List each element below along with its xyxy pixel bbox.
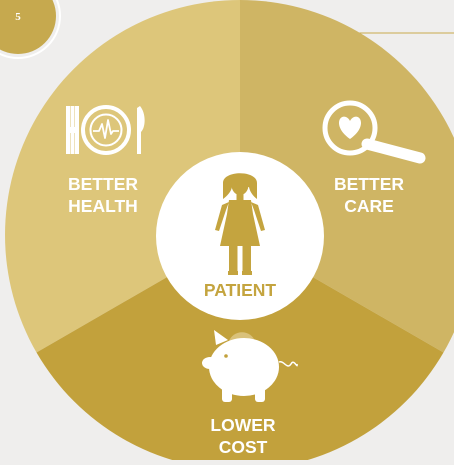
page-number: 5 xyxy=(15,11,21,23)
better-care-line2: CARE xyxy=(344,196,394,216)
lower-cost-line2: COST xyxy=(219,437,268,457)
better-health-line1: BETTER xyxy=(68,174,138,194)
lower-cost-line1: LOWER xyxy=(210,415,275,435)
page-number-badge: 5 xyxy=(0,0,61,59)
better-health-line2: HEALTH xyxy=(68,196,138,216)
plate-heartbeat-icon xyxy=(66,105,145,155)
piggy-bank-icon xyxy=(202,330,298,402)
patient-label: PATIENT xyxy=(204,280,277,300)
woman-figure-icon xyxy=(215,173,265,275)
better-care-line1: BETTER xyxy=(334,174,404,194)
magnifier-heart-icon xyxy=(322,100,426,164)
